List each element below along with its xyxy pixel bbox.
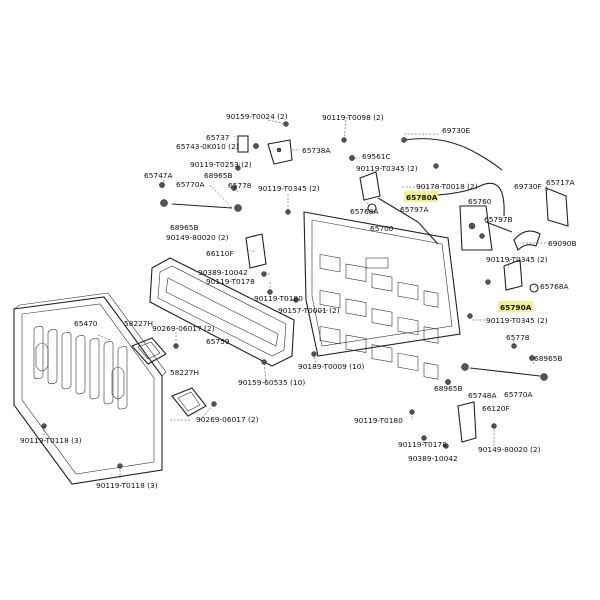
hinge-65737 <box>237 135 259 153</box>
label-90149-80020-top: 90149-80020 (2) <box>166 233 229 242</box>
handle-69090b <box>513 230 541 251</box>
label-90189-t0009: 90189-T0009 (10) <box>298 362 364 371</box>
label-68965b-bottom: 68965B <box>534 354 563 363</box>
lock-rod-65790a-part <box>503 259 523 291</box>
label-90269-06017-bottom: 90269-06017 (2) <box>196 415 259 424</box>
striker-65717a <box>545 187 569 227</box>
label-65700: 65700 <box>370 224 394 233</box>
label-65768a-top: 65768A <box>350 207 379 216</box>
label-65747a: 65747A <box>144 171 173 180</box>
label-65470: 65470 <box>74 319 98 328</box>
label-90149-80020-bottom: 90149-80020 (2) <box>478 445 541 454</box>
label-68965b-left: 68965B <box>170 223 199 232</box>
label-65770a-top: 65770A <box>176 180 205 189</box>
label-90389-10042-bottom: 90389-10042 <box>408 454 458 463</box>
hinge-66120f <box>457 401 477 443</box>
label-69730f: 69730F <box>514 182 542 191</box>
label-58227h-bottom: 58227H <box>170 368 199 377</box>
part-labels: 90159-T0024 (2) 90119-T0098 (2) 69730E 6… <box>20 112 577 490</box>
label-90119-t0253: 90119-T0253 (2) <box>190 160 252 169</box>
label-90389-10042-top: 90389-10042 <box>198 268 248 277</box>
label-65780a: 65780A <box>406 193 438 202</box>
label-68965b-top: 68965B <box>204 171 233 180</box>
lock-rod-65780a-part <box>359 171 381 201</box>
label-90119-t0180-bottom: 90119-T0180 <box>354 416 403 425</box>
plate-58227h-bottom <box>171 387 207 417</box>
rod-65797a <box>377 197 439 245</box>
label-65748a: 65748A <box>468 391 497 400</box>
plate-58227h-top <box>131 337 167 365</box>
highlight-65790a <box>498 301 533 312</box>
rod-65797b <box>485 221 513 233</box>
tailgate-outer-panel-65470 <box>13 292 167 485</box>
leader-lines <box>43 119 549 478</box>
label-90157-t0001: 90157-T0001 (2) <box>278 306 340 315</box>
bumper-65768a <box>367 203 539 293</box>
label-90269-06017-top: 90269-06017 (2) <box>152 324 215 333</box>
label-90119-t0178-top: 90119-T0178 <box>206 277 255 286</box>
label-65743: 65743-0K010 (2) <box>176 142 239 151</box>
tailgate-inner-panel-65700 <box>303 211 461 380</box>
tailgate-trim-panel-65759 <box>149 257 295 367</box>
label-68965b-mid: 68965B <box>434 384 463 393</box>
cable-69730e <box>401 137 503 171</box>
hinge-bracket-65738a <box>267 139 293 165</box>
latch-assembly-65760 <box>459 205 493 251</box>
label-65797a: 65797A <box>400 205 429 214</box>
support-cable-65770a-top <box>160 199 242 212</box>
label-90119-t0178-bottom: 90119-T0178 <box>398 440 447 449</box>
label-58227h-top: 58227H <box>124 319 153 328</box>
label-65759: 65759 <box>206 337 230 346</box>
label-66110f: 66110F <box>206 249 234 258</box>
label-65778-top: 65778 <box>228 181 252 190</box>
label-66120f: 66120F <box>482 404 510 413</box>
label-90119-t0118-top: 90119-T0118 (3) <box>20 436 82 445</box>
support-cable-65770a-bottom <box>461 363 548 381</box>
label-69561c: 69561C <box>362 152 391 161</box>
label-90119-t0118-bottom: 90119-T0118 (3) <box>96 481 158 490</box>
label-90119-t0345-top: 90119-T0345 (2) <box>356 164 418 173</box>
label-90119-t0345-mid: 90119-T0345 (2) <box>258 184 320 193</box>
label-90119-t0098: 90119-T0098 (2) <box>322 113 384 122</box>
label-65778-bottom: 65778 <box>506 333 530 342</box>
label-90119-t0180-top: 90119-T0180 <box>254 294 303 303</box>
label-90159-t0024: 90159-T0024 (2) <box>226 112 288 121</box>
label-90178-t0018: 90178-T0018 (2) <box>416 182 478 191</box>
label-69090b: 69090B <box>548 239 577 248</box>
label-65737: 65737 <box>206 133 230 142</box>
label-65717a: 65717A <box>546 178 575 187</box>
label-65797b: 65797B <box>484 215 513 224</box>
hinge-66110f <box>245 233 267 269</box>
label-90119-t0345-right: 90119-T0345 (2) <box>486 255 548 264</box>
label-65770a-bottom: 65770A <box>504 390 533 399</box>
highlight-65780a <box>404 191 438 202</box>
label-90159-60535: 90159-60535 (10) <box>238 378 305 387</box>
label-65760: 65760 <box>468 197 492 206</box>
label-90119-t0345-bottom: 90119-T0345 (2) <box>486 316 548 325</box>
label-65738a: 65738A <box>302 146 331 155</box>
label-65790a: 65790A <box>500 303 532 312</box>
label-69730e: 69730E <box>442 126 471 135</box>
label-65768a-right: 65768A <box>540 282 569 291</box>
